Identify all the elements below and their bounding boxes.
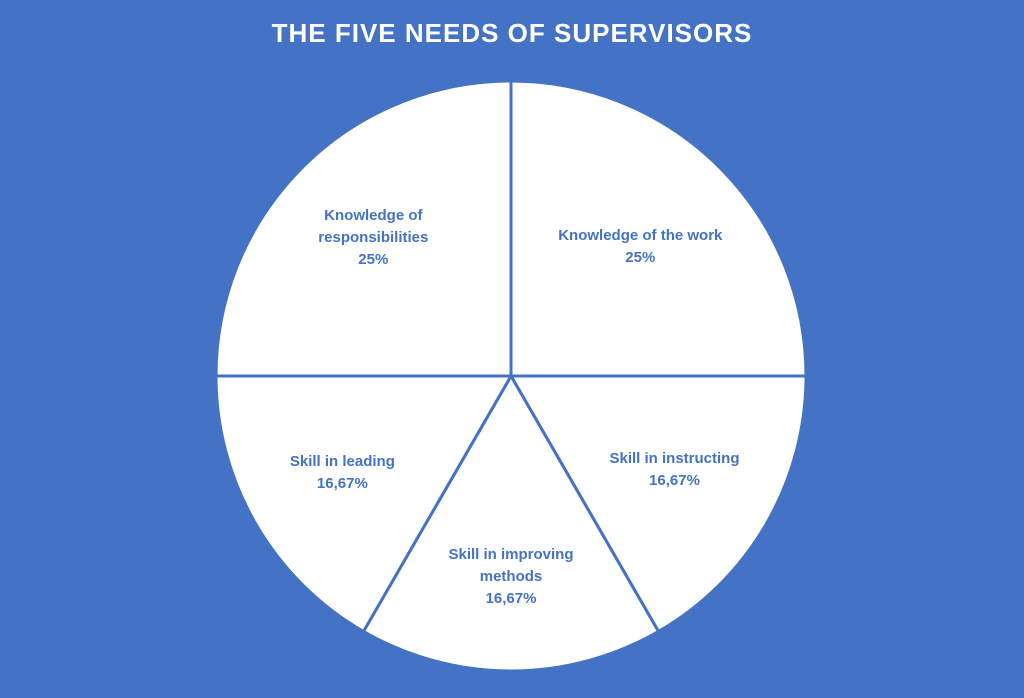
chart-title: THE FIVE NEEDS OF SUPERVISORS	[271, 18, 753, 48]
slice-value: 16,67%	[316, 475, 368, 493]
slice-name: Skill in instructing	[609, 450, 740, 468]
pie-slice	[508, 374, 808, 634]
pie-slice	[214, 79, 513, 378]
slice-name: Knowledge of responsibilities	[318, 207, 429, 247]
slice-name: Knowledge of the work	[558, 226, 723, 244]
pie-slice	[214, 374, 514, 634]
slice-label: Skill in improving methods 16,67%	[448, 544, 573, 610]
slice-value: 16,67%	[485, 589, 537, 607]
slice-label: Skill in leading 16,67%	[290, 451, 395, 495]
slice-value: 25%	[625, 248, 656, 266]
slice-name: Skill in improving methods	[448, 545, 574, 585]
slice-name: Skill in leading	[289, 453, 395, 471]
slice-value: 25%	[358, 251, 389, 269]
pie-slice	[361, 373, 661, 673]
pie-slice	[509, 79, 808, 378]
slice-value: 16,67%	[649, 472, 700, 490]
slice-label: Skill in instructing 16,67%	[609, 448, 739, 492]
slice-label: Knowledge of the work 25%	[558, 225, 722, 269]
slice-label: Knowledge of responsibilities 25%	[318, 205, 428, 271]
